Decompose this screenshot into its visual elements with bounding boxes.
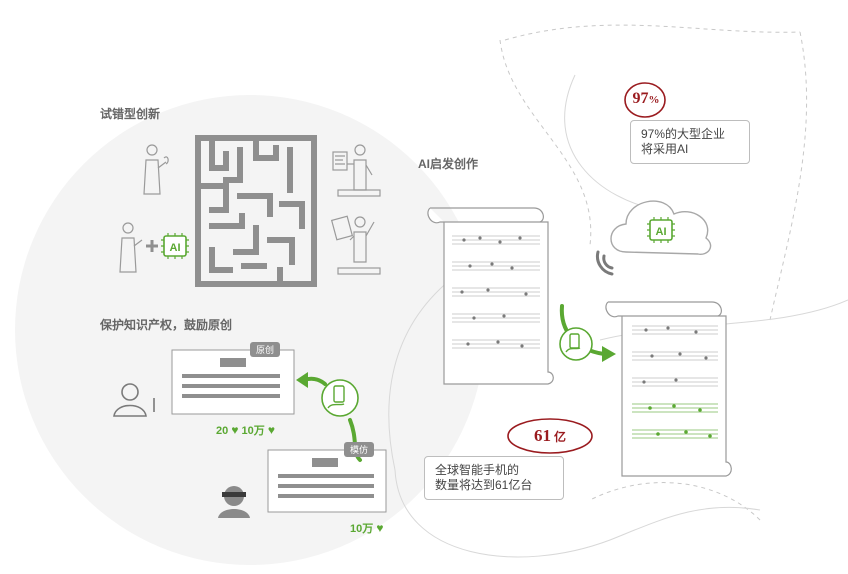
stat-61-line1: 全球智能手机的 [435,463,520,477]
ai-chip-label: AI [170,242,181,254]
badge-97-number: 97 [632,90,649,107]
ai-chip-icon: AI [161,233,189,259]
stat-61-callout: 全球智能手机的 数量将达到61亿台 [424,456,564,500]
stat-97-line2: 将采用AI [641,142,689,156]
music-scroll-icon [427,207,554,385]
stat-97-callout: 97%的大型企业 将采用AI [630,120,750,164]
ip-protection-title: 保护知识产权，鼓励原创 [100,318,233,332]
imitation-tag: 模仿 [344,442,375,457]
original-tag: 原创 [250,342,281,357]
trial-innovation-title: 试错型创新 [100,107,161,121]
badge-97-unit: % [648,94,660,106]
stat-97-line1: 97%的大型企业 [641,127,726,141]
imitation-stats: 10万 ♥ [350,520,383,536]
music-scroll-icon [605,301,732,477]
cloud-icon: AI [610,200,712,255]
wifi-icon [596,250,614,276]
presenter-icon [330,215,381,275]
heart-icon: ♥ [267,423,275,437]
imitation-stat-1: 10万 [350,523,374,535]
author-icon [113,383,155,417]
phone-icon [559,327,593,361]
presenter-icon [332,144,381,197]
original-card [171,349,295,415]
original-stat-2: 10万 [241,425,265,437]
original-stats: 20 ♥ 10万 ♥ [216,422,275,438]
dashed-curves [499,24,808,521]
heart-icon: ♥ [376,521,384,535]
scientist-icon [119,222,143,273]
maze-icon [195,135,317,287]
phone-icon [321,379,359,417]
plus-icon [146,240,158,252]
original-stat-1: 20 [216,425,229,437]
cloud-ai-label: AI [656,226,667,238]
scientist-icon [143,144,169,195]
ai-compose-title: AI启发创作 [418,157,479,171]
badge-97-ring [624,82,666,118]
arrow-head [602,346,616,362]
stat-61-line2: 数量将达到61亿台 [435,478,533,492]
badge-61-unit: 亿 [553,430,566,444]
badge-61-number: 61 [533,426,551,445]
arrow-head [296,372,308,388]
masked-person-icon [218,486,250,518]
imitation-card [267,449,387,513]
badge-97: 97% [627,90,665,108]
heart-icon: ♥ [231,423,239,437]
background-circle [15,95,485,565]
badge-61-ring [507,418,593,454]
